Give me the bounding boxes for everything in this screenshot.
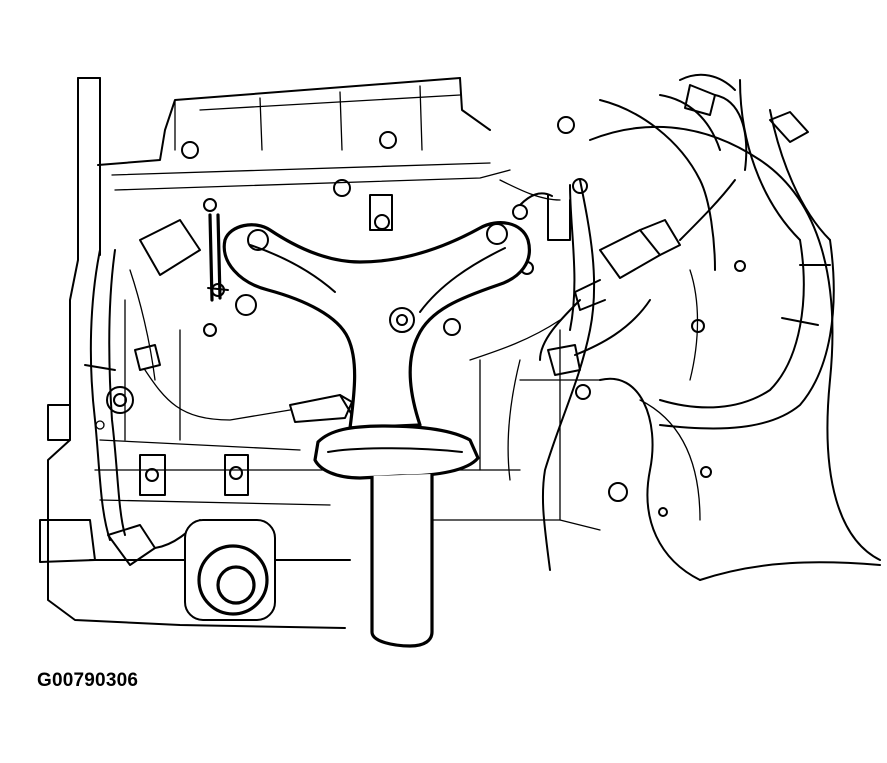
right-body-panel <box>589 73 881 581</box>
engine-block <box>47 77 601 629</box>
figure-id-label: G00790306 <box>37 670 139 691</box>
exhaust-manifold <box>222 221 531 648</box>
left-plumbing <box>39 219 291 566</box>
manifold-studs <box>207 192 571 423</box>
oil-filter <box>184 519 276 621</box>
coolant-hoses <box>599 79 835 430</box>
